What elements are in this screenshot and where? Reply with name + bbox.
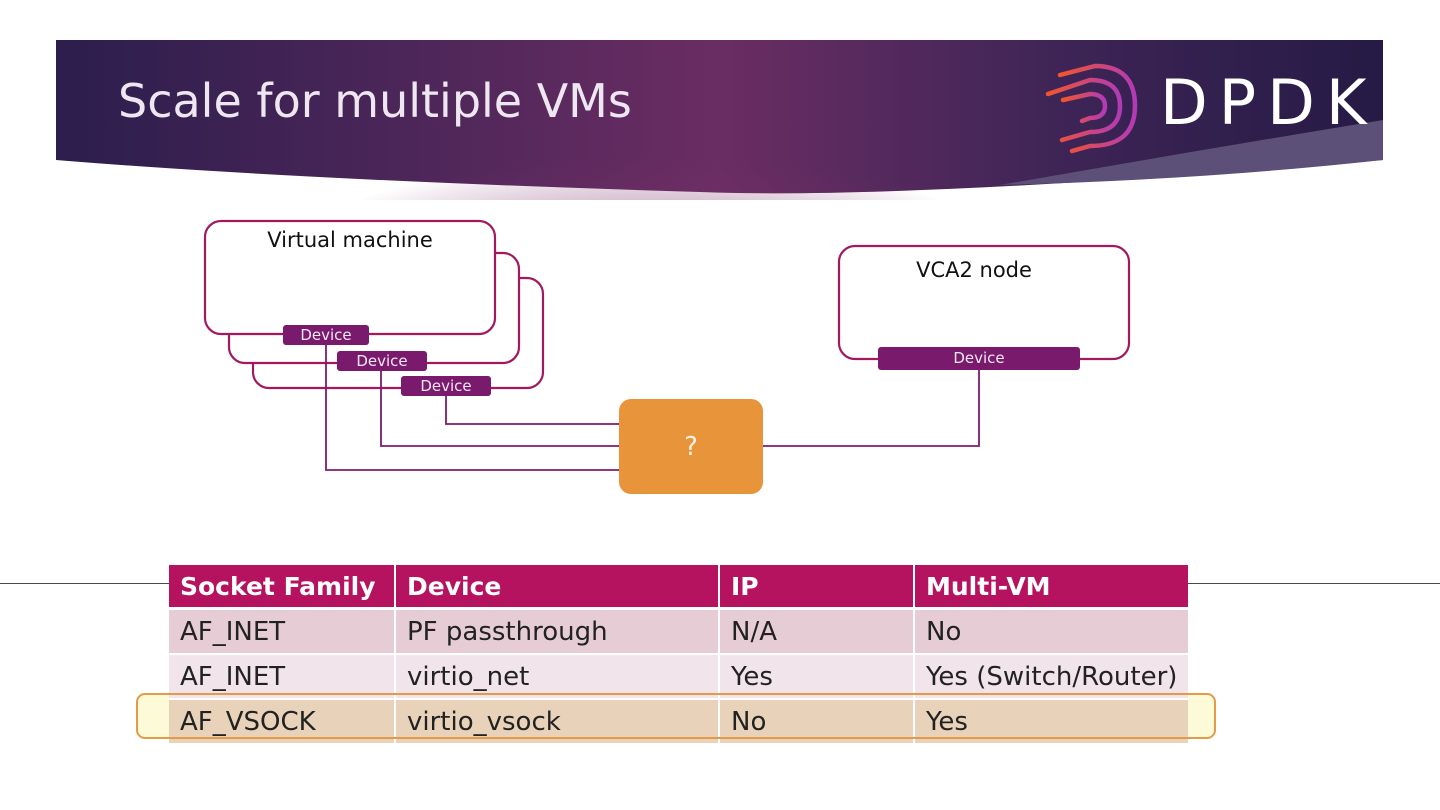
- cell-device: PF passthrough: [395, 608, 720, 655]
- link-vm2: [380, 370, 619, 447]
- diagram-connections: [203, 219, 1131, 471]
- vca-device: Device: [878, 347, 1080, 370]
- header-socket-family: Socket Family: [169, 565, 396, 610]
- header-multi-vm: Multi-VM: [914, 565, 1189, 610]
- rule-line-left: [0, 583, 169, 584]
- table-header-row: Socket Family Device IP Multi-VM: [169, 565, 1189, 610]
- slide-title: Scale for multiple VMs: [118, 74, 632, 128]
- unknown-switch-box: ?: [619, 399, 763, 494]
- cell-multi-vm: No: [914, 608, 1189, 655]
- link-vca: [763, 370, 980, 447]
- table-row: AF_INET PF passthrough N/A No: [169, 608, 1189, 655]
- table-row-highlighted: AF_VSOCK virtio_vsock No Yes: [169, 699, 1189, 743]
- vm-device-3: Device: [401, 376, 491, 396]
- cell-multi-vm: Yes (Switch/Router): [914, 654, 1189, 700]
- cell-socket-family: AF_INET: [169, 654, 396, 700]
- header-device: Device: [395, 565, 720, 610]
- cell-ip: N/A: [719, 608, 915, 655]
- link-vm3: [445, 396, 619, 425]
- vm-label: Virtual machine: [267, 228, 433, 252]
- cell-socket-family: AF_VSOCK: [169, 699, 396, 743]
- table-row: AF_INET virtio_net Yes Yes (Switch/Route…: [169, 654, 1189, 700]
- cell-multi-vm: Yes: [914, 699, 1189, 743]
- cell-ip: Yes: [719, 654, 915, 700]
- cell-device: virtio_vsock: [395, 699, 720, 743]
- vm-device-1: Device: [283, 325, 369, 345]
- vm-device-2: Device: [337, 351, 427, 371]
- header-ip: IP: [719, 565, 915, 610]
- cell-socket-family: AF_INET: [169, 608, 396, 655]
- vca-node-label: VCA2 node: [916, 258, 1032, 282]
- cell-device: virtio_net: [395, 654, 720, 700]
- rule-line-right: [1184, 583, 1440, 584]
- socket-comparison-table: Socket Family Device IP Multi-VM AF_INET…: [169, 565, 1189, 743]
- highlight-right-fill: [1184, 695, 1214, 737]
- cell-ip: No: [719, 699, 915, 743]
- link-vm1: [325, 345, 619, 471]
- highlight-left-fill: [138, 695, 169, 737]
- header-banner: [56, 40, 1383, 200]
- switch-label: ?: [684, 431, 698, 462]
- dpdk-swoosh-icon: [1045, 63, 1138, 154]
- dpdk-logo-text: DPDK: [1160, 66, 1378, 139]
